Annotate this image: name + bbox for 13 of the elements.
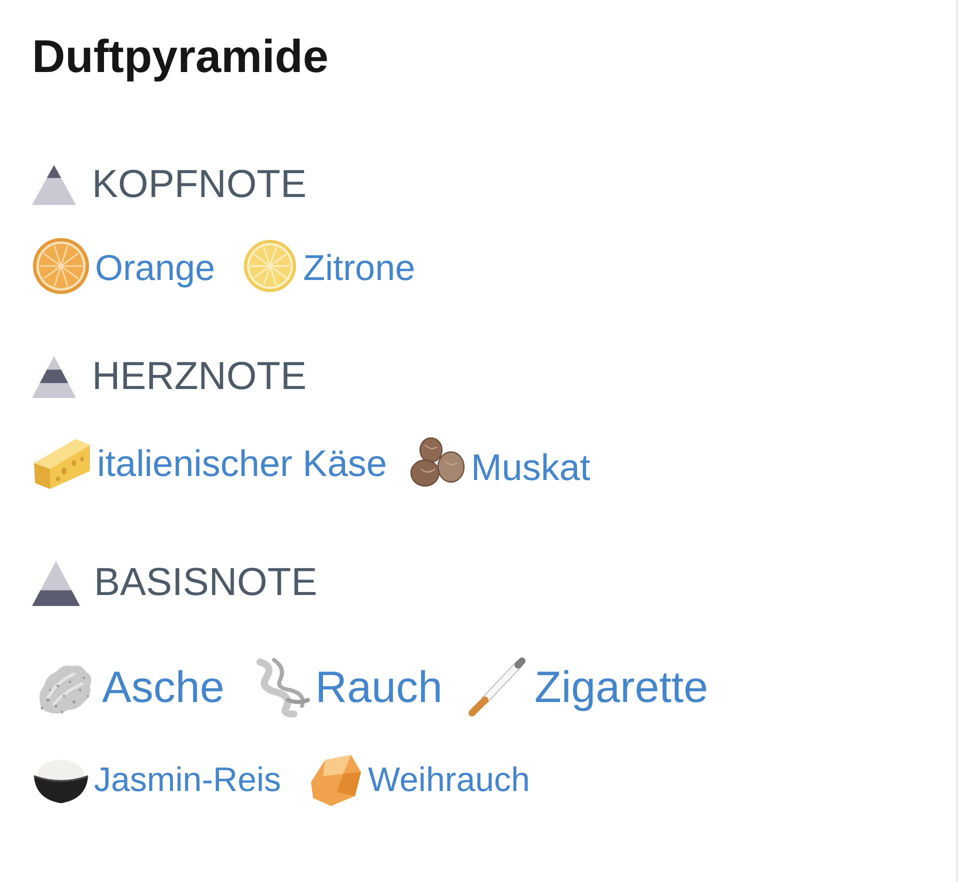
ingredient-link: Asche <box>102 662 224 714</box>
note-heading: BASISNOTE <box>94 560 318 606</box>
ingredient-link: Weihrauch <box>368 761 530 801</box>
ingredient-link: Rauch <box>315 662 442 714</box>
ingredient-link: Jasmin-Reis <box>94 761 282 801</box>
note-heading: KOPFNOTE <box>92 162 307 208</box>
ingredient-link: Zitrone <box>303 247 416 289</box>
note-heading: HERZNOTE <box>92 354 306 400</box>
ingredient-link: italienischer Käse <box>97 442 387 486</box>
ingredient-link: Muskat <box>470 446 590 490</box>
page-title: Duftpyramide <box>32 30 328 82</box>
ingredient-link: Zigarette <box>534 662 708 714</box>
ingredient-link: Orange <box>95 247 216 289</box>
